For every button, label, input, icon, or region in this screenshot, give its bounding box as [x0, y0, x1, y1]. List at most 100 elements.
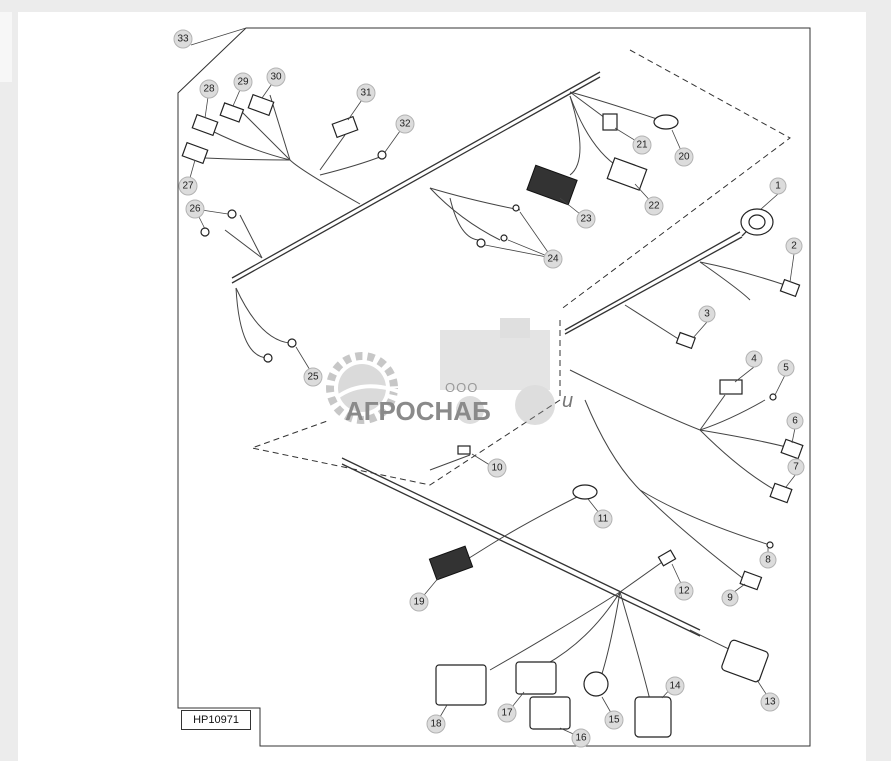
svg-text:22: 22 [648, 201, 660, 212]
callout-20: 20 [674, 147, 694, 167]
connector-31 [331, 115, 359, 139]
ring-terminal-24b [500, 234, 508, 242]
callout-11: 11 [593, 509, 613, 529]
svg-text:14: 14 [669, 681, 681, 692]
connector-6 [780, 438, 804, 460]
figure-id-label: HP10971 [181, 710, 251, 730]
ring-terminal-25b [263, 353, 273, 363]
svg-text:28: 28 [203, 84, 215, 95]
svg-text:30: 30 [270, 72, 282, 83]
svg-text:10: 10 [491, 463, 503, 474]
connector-18 [435, 664, 487, 706]
svg-text:11: 11 [598, 514, 609, 525]
callout-25: 25 [303, 367, 323, 387]
callout-10: 10 [487, 458, 507, 478]
svg-text:29: 29 [237, 77, 249, 88]
svg-text:20: 20 [678, 152, 690, 163]
callout-27: 27 [178, 176, 198, 196]
svg-text:32: 32 [399, 119, 411, 130]
callout-23: 23 [576, 209, 596, 229]
callout-7: 7 [787, 458, 805, 476]
connector-19 [428, 545, 474, 581]
svg-text:15: 15 [608, 715, 620, 726]
svg-text:18: 18 [430, 719, 442, 730]
callout-3: 3 [698, 305, 716, 323]
svg-text:3: 3 [704, 309, 710, 320]
callout-5: 5 [777, 359, 795, 377]
svg-text:4: 4 [751, 354, 757, 365]
callout-6: 6 [786, 412, 804, 430]
svg-text:27: 27 [182, 181, 194, 192]
svg-text:9: 9 [727, 593, 733, 604]
svg-text:16: 16 [575, 733, 587, 744]
connector-4 [719, 379, 743, 395]
connector-3 [675, 331, 696, 350]
connector-17 [515, 661, 557, 695]
svg-text:5: 5 [783, 363, 789, 374]
callout-24: 24 [543, 249, 563, 269]
connector-2 [779, 278, 801, 298]
callout-15: 15 [604, 710, 624, 730]
svg-text:17: 17 [501, 708, 513, 719]
connector-27 [181, 141, 209, 165]
ring-terminal-24a [512, 204, 520, 212]
connector-20 [653, 114, 679, 130]
top-bar [0, 0, 891, 8]
ring-terminal-24c [476, 238, 486, 248]
callout-28: 28 [199, 79, 219, 99]
connector-16 [529, 696, 571, 730]
ring-terminal-32 [377, 150, 387, 160]
connector-22 [606, 157, 648, 191]
callout-18: 18 [426, 714, 446, 734]
callout-29: 29 [233, 72, 253, 92]
dashed-region-lower [250, 320, 561, 486]
grommet-15 [583, 671, 609, 697]
connector-1 [740, 208, 774, 236]
connector-23 [526, 164, 578, 206]
connector-7 [769, 482, 793, 504]
connector-30 [247, 93, 275, 117]
connector-14 [634, 696, 672, 738]
svg-text:23: 23 [580, 214, 592, 225]
connector-9 [739, 570, 763, 591]
callout-4: 4 [745, 350, 763, 368]
svg-text:26: 26 [189, 204, 201, 215]
drawing-frame [177, 27, 811, 747]
callout-8: 8 [759, 551, 777, 569]
ring-terminal-26b [200, 227, 210, 237]
svg-text:6: 6 [792, 416, 798, 427]
svg-text:7: 7 [793, 462, 799, 473]
main-trunk [231, 71, 601, 279]
connector-11 [572, 484, 598, 500]
svg-text:1: 1 [775, 181, 781, 192]
callout-12: 12 [674, 581, 694, 601]
watermark-brand: АГРОСНАБ [345, 396, 491, 426]
svg-text:8: 8 [765, 555, 771, 566]
watermark-prefix: ООО [445, 380, 479, 395]
callout-30: 30 [266, 67, 286, 87]
callout-22: 22 [644, 196, 664, 216]
callout-21: 21 [632, 135, 652, 155]
svg-text:25: 25 [307, 372, 319, 383]
lower-trunk [341, 457, 701, 631]
watermark-tractor-icon [440, 318, 555, 425]
callout-16: 16 [571, 728, 591, 748]
callout-32: 32 [395, 114, 415, 134]
watermark-suffix: u [562, 390, 574, 412]
callout-9: 9 [721, 589, 739, 607]
svg-text:12: 12 [678, 586, 690, 597]
callout-1: 1 [769, 177, 787, 195]
callout-13: 13 [760, 692, 780, 712]
callout-17: 17 [497, 703, 517, 723]
connector-13 [721, 639, 769, 683]
svg-text:31: 31 [360, 88, 372, 99]
watermark-gear-icon [326, 352, 401, 424]
ring-terminal-5 [769, 393, 777, 401]
callout-19: 19 [409, 592, 429, 612]
connector-28 [191, 113, 219, 137]
svg-text:24: 24 [547, 254, 559, 265]
connector-21 [602, 113, 618, 131]
callout-2: 2 [785, 237, 803, 255]
callout-31: 31 [356, 83, 376, 103]
